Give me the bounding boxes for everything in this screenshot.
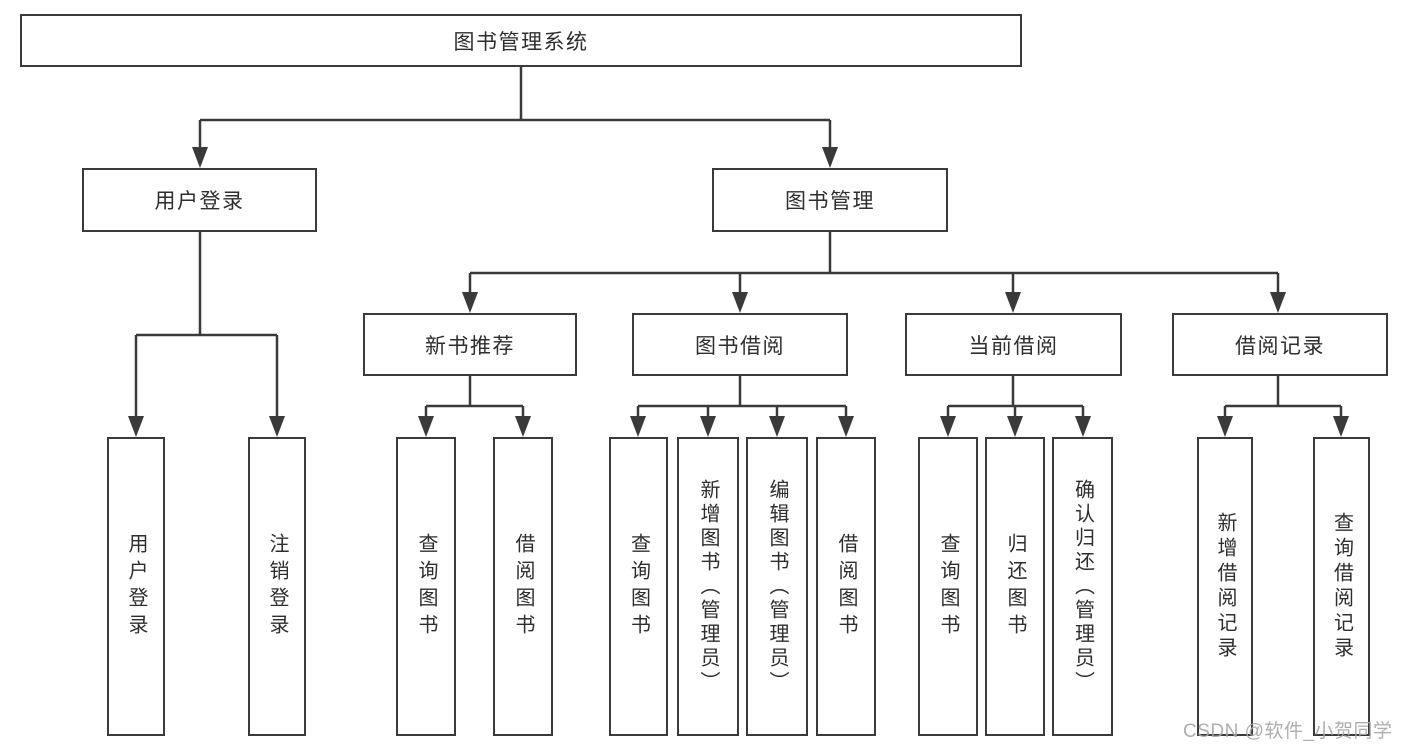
leaf-current-return-books-label: 归还图书 [1004,532,1026,641]
leaf-borrow-query-books: 查询图书 [609,437,668,736]
node-root-label: 图书管理系统 [453,30,589,54]
node-book-management: 图书管理 [712,168,948,232]
csdn-watermark: CSDN @软件_小贺同学 [1183,721,1393,742]
node-book-borrow: 图书借阅 [632,313,848,376]
leaf-user-login-label: 用户登录 [125,532,147,641]
node-book-borrow-label: 图书借阅 [695,334,785,358]
leaf-logout-label: 注销登录 [266,532,288,641]
node-current-borrow-label: 当前借阅 [968,334,1059,358]
leaf-borrow-add-books-admin: 新增图书（管理员） [677,437,739,736]
leaf-logout: 注销登录 [248,437,306,736]
leaf-borrow-edit-books-admin: 编辑图书（管理员） [746,437,808,736]
node-book-management-label: 图书管理 [785,190,875,213]
leaf-records-add-record-label: 新增借阅记录 [1214,511,1236,662]
leaf-records-query-record: 查询借阅记录 [1313,437,1370,736]
leaf-current-query-books-label: 查询图书 [937,532,959,641]
leaf-current-query-books: 查询图书 [918,437,978,736]
leaf-current-confirm-return-admin: 确认归还（管理员） [1052,437,1113,736]
leaf-current-return-books: 归还图书 [985,437,1045,736]
leaf-borrow-add-books-admin-label: 新增图书（管理员） [697,478,719,695]
leaf-user-login: 用户登录 [107,437,165,736]
leaf-recommend-borrow-books-label: 借阅图书 [512,532,534,641]
leaf-borrow-query-books-label: 查询图书 [627,532,650,641]
leaf-recommend-query-books: 查询图书 [396,437,456,736]
leaf-recommend-query-books-label: 查询图书 [415,532,437,641]
node-root: 图书管理系统 [20,14,1022,67]
leaf-records-query-record-label: 查询借阅记录 [1330,511,1353,662]
leaf-recommend-borrow-books: 借阅图书 [493,437,553,736]
leaf-records-add-record: 新增借阅记录 [1197,437,1253,736]
node-current-borrow: 当前借阅 [905,313,1122,376]
node-new-book-recommend: 新书推荐 [363,313,577,376]
node-user-login: 用户登录 [82,168,317,232]
node-user-login-label: 用户登录 [154,190,245,213]
node-borrow-records: 借阅记录 [1172,313,1388,376]
node-new-book-recommend-label: 新书推荐 [425,334,515,358]
leaf-borrow-edit-books-admin-label: 编辑图书（管理员） [766,478,788,695]
leaf-current-confirm-return-admin-label: 确认归还（管理员） [1071,478,1094,695]
leaf-borrow-borrow-books: 借阅图书 [816,437,876,736]
node-borrow-records-label: 借阅记录 [1235,334,1325,358]
leaf-borrow-borrow-books-label: 借阅图书 [835,532,857,641]
